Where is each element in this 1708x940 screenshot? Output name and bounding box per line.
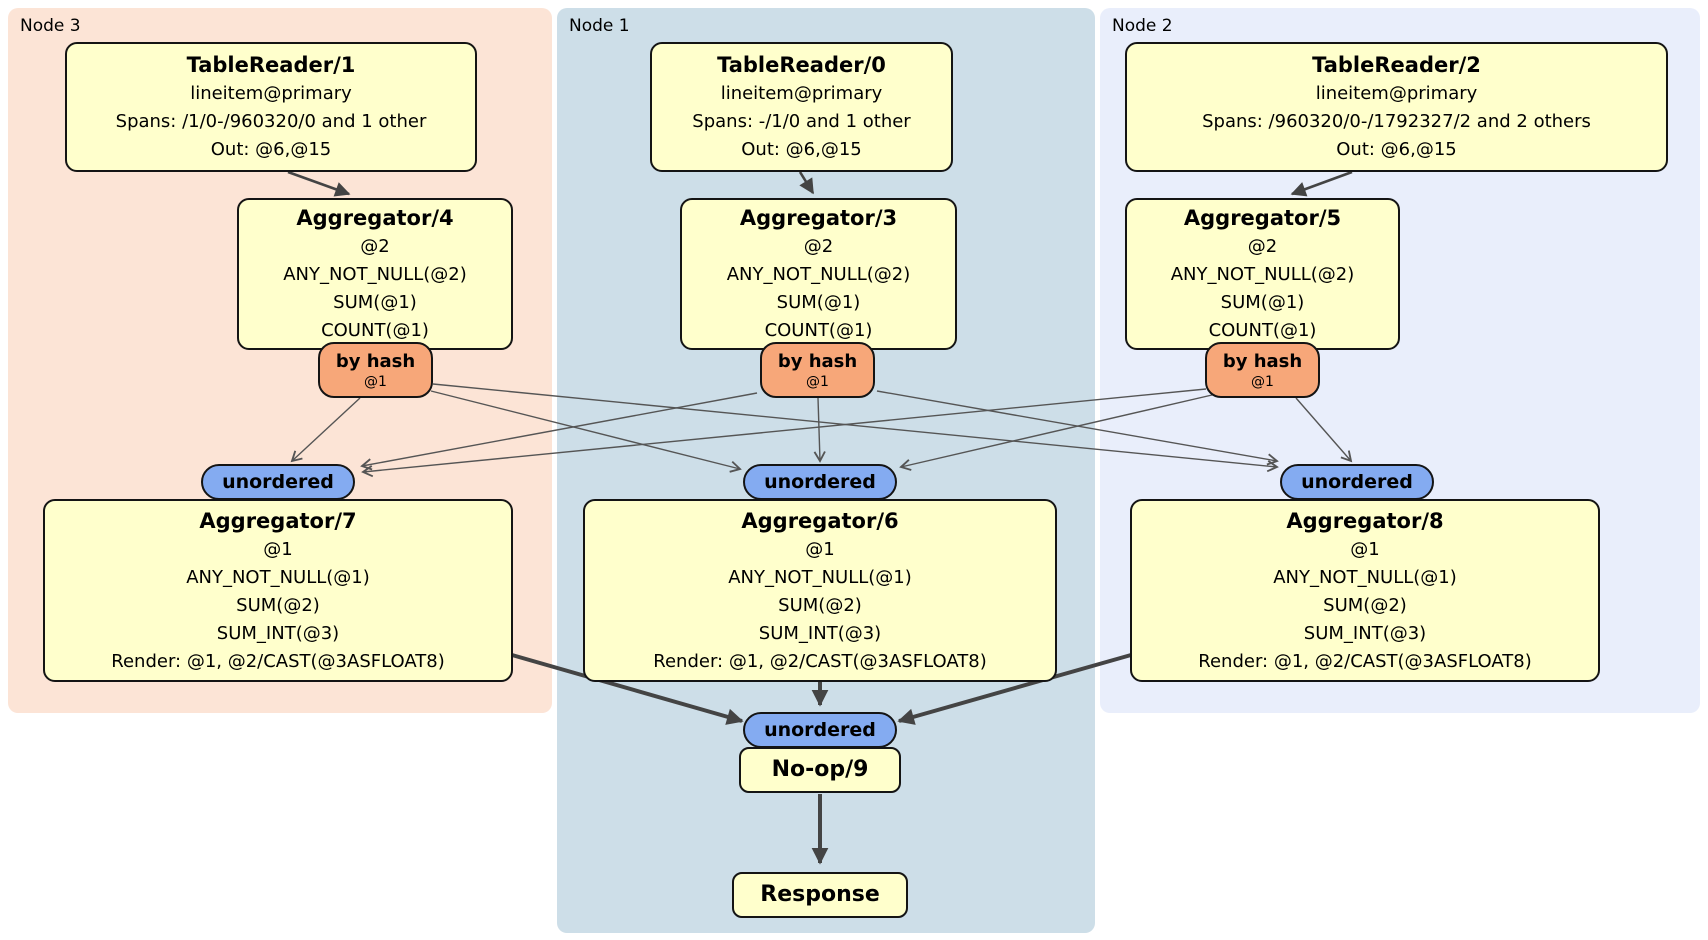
router-label: by hash [1222, 350, 1303, 372]
edge-router5-sync6 [899, 394, 1213, 471]
processor-aggregator-8: Aggregator/8 @1 ANY_NOT_NULL(@1) SUM(@2)… [1130, 499, 1600, 682]
processor-title: TableReader/0 [717, 53, 886, 77]
processor-tablereader-2: TableReader/2 lineitem@primary Spans: /9… [1125, 42, 1668, 172]
processor-title: TableReader/2 [1312, 53, 1481, 77]
processor-detail: @1 [263, 538, 293, 560]
router-label: by hash [777, 350, 858, 372]
processor-detail: SUM_INT(@3) [1303, 622, 1427, 644]
region-node3-label: Node 3 [20, 16, 81, 36]
processor-detail: COUNT(@1) [1208, 320, 1317, 341]
processor-detail: SUM_INT(@3) [758, 622, 882, 644]
processor-detail: SUM(@2) [236, 594, 320, 616]
edge-tablereader0-aggregator3 [798, 171, 815, 195]
router-by-hash-5: by hash @1 [1205, 342, 1320, 398]
processor-detail: ANY_NOT_NULL(@1) [1273, 566, 1457, 588]
processor-detail: lineitem@primary [720, 83, 883, 104]
processor-detail: ANY_NOT_NULL(@2) [283, 264, 467, 285]
edge-router5-sync8 [1295, 397, 1353, 463]
edge-router3-sync7 [360, 392, 758, 471]
router-detail: @1 [806, 373, 829, 390]
processor-detail: @2 [803, 236, 834, 257]
processor-detail: @2 [1247, 236, 1278, 257]
processor-detail: ANY_NOT_NULL(@1) [728, 566, 912, 588]
edge-router4-sync6 [430, 390, 742, 473]
edge-router4-sync8 [432, 383, 1279, 473]
processor-detail: @2 [360, 236, 390, 257]
processor-detail: Out: @6,@15 [210, 139, 332, 160]
sync-label: unordered [1301, 471, 1413, 493]
processor-detail: Render: @1, @2/CAST(@3ASFLOAT8) [111, 650, 445, 672]
sync-unordered-8: unordered [1280, 464, 1434, 500]
processor-title: Aggregator/5 [1183, 206, 1342, 230]
router-detail: @1 [364, 373, 387, 390]
processor-title: Aggregator/4 [296, 206, 454, 230]
processor-detail: SUM_INT(@3) [216, 622, 340, 644]
processor-detail: SUM(@2) [1323, 594, 1407, 616]
processor-tablereader-1: TableReader/1 lineitem@primary Spans: /1… [65, 42, 477, 172]
edge-router5-sync7 [361, 388, 1207, 478]
processor-detail: Spans: /960320/0-/1792327/2 and 2 others [1202, 111, 1591, 132]
region-node2-label: Node 2 [1112, 16, 1173, 36]
processor-detail: @1 [1350, 538, 1380, 560]
sync-label: unordered [764, 719, 876, 741]
processor-detail: Render: @1, @2/CAST(@3ASFLOAT8) [653, 650, 987, 672]
sync-unordered-6: unordered [743, 464, 897, 500]
processor-title: TableReader/1 [186, 53, 356, 77]
edge-router3-sync6 [813, 397, 826, 463]
processor-detail: ANY_NOT_NULL(@2) [1170, 264, 1355, 285]
sync-unordered-7: unordered [201, 464, 355, 500]
processor-title: Aggregator/6 [741, 508, 899, 533]
processor-detail: Render: @1, @2/CAST(@3ASFLOAT8) [1198, 650, 1532, 672]
edge-tablereader1-aggregator4 [287, 170, 351, 197]
sync-label: unordered [764, 471, 876, 493]
sync-label: unordered [222, 471, 334, 493]
processor-title: Response [760, 882, 880, 907]
processor-detail: SUM(@1) [1220, 292, 1305, 313]
processor-aggregator-4: Aggregator/4 @2 ANY_NOT_NULL(@2) SUM(@1)… [237, 198, 513, 350]
router-detail: @1 [1251, 373, 1274, 390]
processor-response: Response [732, 872, 908, 918]
processor-detail: @1 [805, 538, 835, 560]
processor-detail: SUM(@1) [776, 292, 861, 313]
processor-title: Aggregator/8 [1286, 508, 1444, 533]
processor-title: No-op/9 [771, 757, 869, 782]
processor-aggregator-7: Aggregator/7 @1 ANY_NOT_NULL(@1) SUM(@2)… [43, 499, 513, 682]
processor-detail: SUM(@1) [333, 292, 417, 313]
processor-title: Aggregator/3 [739, 206, 898, 230]
processor-aggregator-5: Aggregator/5 @2 ANY_NOT_NULL(@2) SUM(@1)… [1125, 198, 1400, 350]
processor-detail: lineitem@primary [190, 83, 352, 104]
router-by-hash-3: by hash @1 [760, 342, 875, 398]
processor-detail: ANY_NOT_NULL(@2) [726, 264, 911, 285]
sync-unordered-final: unordered [743, 712, 897, 748]
processor-detail: lineitem@primary [1315, 83, 1478, 104]
processor-detail: SUM(@2) [778, 594, 862, 616]
edge-tablereader2-aggregator5 [1290, 170, 1353, 197]
router-by-hash-4: by hash @1 [318, 342, 433, 398]
router-label: by hash [335, 350, 416, 372]
processor-detail: Spans: /1/0-/960320/0 and 1 other [115, 111, 427, 132]
processor-title: Aggregator/7 [199, 508, 357, 533]
edge-aggregator7-syncfinal [511, 653, 744, 725]
processor-aggregator-3: Aggregator/3 @2 ANY_NOT_NULL(@2) SUM(@1)… [680, 198, 957, 350]
processor-aggregator-6: Aggregator/6 @1 ANY_NOT_NULL(@1) SUM(@2)… [583, 499, 1057, 682]
processor-detail: COUNT(@1) [321, 320, 429, 341]
edge-aggregator8-syncfinal [897, 653, 1132, 725]
processor-detail: Out: @6,@15 [1336, 139, 1457, 160]
processor-detail: ANY_NOT_NULL(@1) [186, 566, 370, 588]
processor-noop-9: No-op/9 [739, 747, 901, 793]
edge-router4-sync7 [290, 397, 361, 463]
processor-detail: COUNT(@1) [764, 320, 873, 341]
processor-detail: Out: @6,@15 [741, 139, 862, 160]
processor-detail: Spans: -/1/0 and 1 other [692, 111, 911, 132]
region-node1-label: Node 1 [569, 16, 630, 36]
processor-tablereader-0: TableReader/0 lineitem@primary Spans: -/… [650, 42, 953, 172]
